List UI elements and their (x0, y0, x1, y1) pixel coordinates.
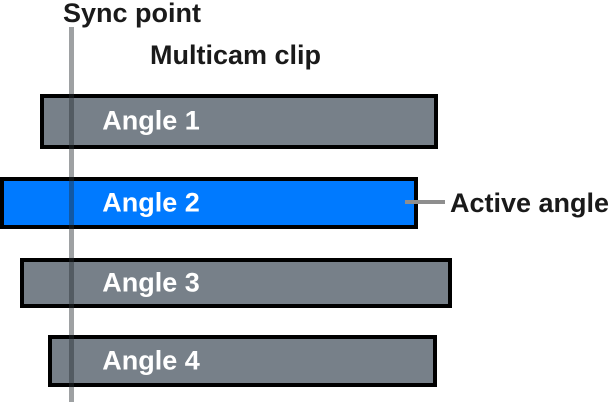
angle-2-bar-active (0, 177, 418, 229)
sync-point-line (69, 27, 74, 402)
angle-4-label: Angle 4 (102, 345, 200, 376)
angle-2-label: Angle 2 (102, 187, 200, 218)
angle-3-bar (20, 258, 452, 308)
angle-4-bar (48, 335, 437, 387)
sync-point-label: Sync point (63, 0, 202, 28)
angle-1-bar (40, 94, 438, 149)
multicam-clip-title: Multicam clip (150, 40, 322, 70)
active-angle-connector-line (405, 200, 445, 204)
angle-3-label: Angle 3 (102, 267, 200, 298)
active-angle-label: Active angle (450, 188, 610, 218)
angle-1-label: Angle 1 (102, 105, 200, 136)
